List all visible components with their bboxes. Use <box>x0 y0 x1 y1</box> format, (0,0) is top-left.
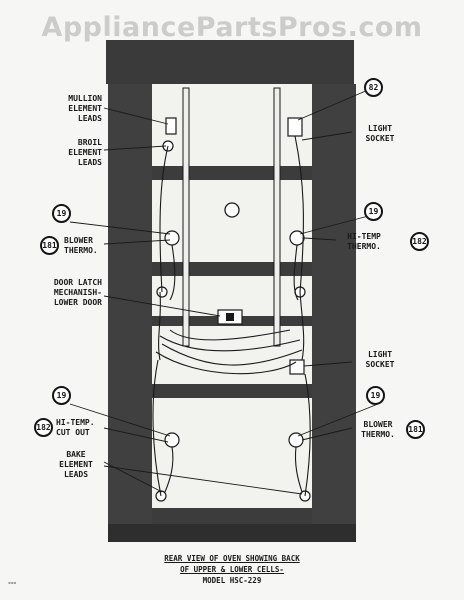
part-badge-19-lower-left: 19 <box>52 386 71 405</box>
label-mullion-element-leads: MULLION ELEMENT LEADS <box>40 94 102 124</box>
cabinet-back-panel <box>152 84 312 524</box>
leader-19-upper-right <box>299 213 377 235</box>
cross-bar-2 <box>152 262 312 276</box>
page-mark-bottom-left: ▪▪▪ <box>8 580 16 585</box>
wire-13 <box>164 446 174 493</box>
leader-mullion <box>103 107 169 125</box>
blower-thermo-left-fixture <box>164 230 180 246</box>
label-bake-element-leads: BAKE ELEMENT LEADS <box>50 450 102 480</box>
label-line: ELEMENT <box>59 460 93 469</box>
label-light-socket-upper: LIGHT SOCKET <box>356 124 404 144</box>
center-vent-hole <box>224 202 240 218</box>
caption-line-1: REAR VIEW OF OVEN SHOWING BACK <box>164 554 300 563</box>
wire-5 <box>158 291 161 361</box>
mullion-lead-terminal <box>165 117 177 135</box>
label-line: HI-TEMP. <box>56 418 95 427</box>
label-line: SOCKET <box>365 360 395 369</box>
leader-hi-temp-thermo <box>303 237 337 241</box>
label-line: DOOR LATCH <box>53 278 102 287</box>
label-blower-thermo-left: BLOWER THERMO. <box>64 236 116 256</box>
leader-blower-right <box>301 427 353 441</box>
label-line: SOCKET <box>365 134 395 143</box>
leader-door-latch <box>103 295 221 317</box>
cabinet-base <box>108 524 356 542</box>
label-door-latch: DOOR LATCH MECHANISH- LOWER DOOR <box>30 278 102 308</box>
door-latch-bolt <box>226 313 234 321</box>
label-line: LIGHT <box>367 350 393 359</box>
leader-light-upper <box>301 131 353 141</box>
part-badge-182-right: 182 <box>410 232 429 251</box>
label-line: BLOWER <box>64 236 93 245</box>
wire-6 <box>299 291 305 361</box>
leader-82 <box>297 89 369 121</box>
part-badge-82: 82 <box>364 78 383 97</box>
label-line: LEADS <box>77 158 102 167</box>
leader-blower-left <box>103 239 171 245</box>
light-socket-lower-fixture <box>289 359 305 375</box>
wire-3 <box>155 351 297 375</box>
leader-light-lower <box>303 361 353 367</box>
label-hi-temp-thermo: HI-TEMP THERMO. <box>336 232 392 252</box>
wire-1 <box>159 335 301 352</box>
caption-line-2: OF UPPER & LOWER CELLS- <box>180 565 284 574</box>
label-line: THERMO. <box>347 242 381 251</box>
label-line: LEADS <box>77 114 102 123</box>
label-line: HI-TEMP <box>347 232 381 241</box>
part-badge-181-right: 181 <box>406 420 425 439</box>
leader-broil <box>103 145 167 151</box>
cabinet-top-cap <box>106 40 354 84</box>
label-line: CUT OUT <box>56 428 90 437</box>
part-badge-19-lower-right: 19 <box>366 386 385 405</box>
part-badge-19-upper-right: 19 <box>364 202 383 221</box>
light-socket-upper-fixture <box>287 117 303 137</box>
label-line: MECHANISH- <box>53 288 102 297</box>
cabinet-right-wall <box>312 84 356 542</box>
label-line: LOWER DOOR <box>53 298 102 307</box>
label-line: BAKE <box>66 450 86 459</box>
part-badge-19-upper-left: 19 <box>52 204 71 223</box>
label-line: THERMO. <box>64 246 98 255</box>
leader-hi-temp-cutout <box>103 427 169 443</box>
label-line: ELEMENT <box>68 148 102 157</box>
wire-4 <box>169 329 291 341</box>
label-line: BROIL <box>77 138 102 147</box>
wire-11 <box>152 359 162 497</box>
label-line: LEADS <box>63 470 89 479</box>
vertical-strap-left <box>182 87 190 347</box>
wire-10 <box>293 244 299 301</box>
wire-8 <box>294 135 304 293</box>
leader-19-lower-left <box>69 403 171 437</box>
label-line: THERMO. <box>361 430 395 439</box>
cross-bar-1 <box>152 166 312 180</box>
part-badge-181-left: 181 <box>40 236 59 255</box>
part-badge-182-left: 182 <box>34 418 53 437</box>
cross-bar-4 <box>152 384 312 398</box>
caption-line-3: MODEL HSC-229 <box>202 576 262 585</box>
label-line: ELEMENT <box>68 104 102 113</box>
leader-19-upper-left <box>69 221 171 235</box>
wire-14 <box>294 446 303 493</box>
leader-19-lower-right <box>297 403 379 437</box>
leader-bake-right <box>103 465 303 495</box>
vertical-strap-right <box>273 87 281 347</box>
cross-bar-5 <box>152 508 312 524</box>
label-line: LIGHT <box>367 124 393 133</box>
label-line: MULLION <box>68 94 102 103</box>
wire-9 <box>169 244 176 301</box>
label-blower-thermo-right: BLOWER THERMO. <box>352 420 404 440</box>
label-line: BLOWER <box>363 420 393 429</box>
cabinet-left-wall <box>108 84 152 542</box>
label-hi-temp-cutout: HI-TEMP. CUT OUT <box>56 418 108 438</box>
label-light-socket-lower: LIGHT SOCKET <box>356 350 404 370</box>
label-broil-element-leads: BROIL ELEMENT LEADS <box>40 138 102 168</box>
wire-7 <box>159 145 169 293</box>
wire-2 <box>161 343 303 366</box>
